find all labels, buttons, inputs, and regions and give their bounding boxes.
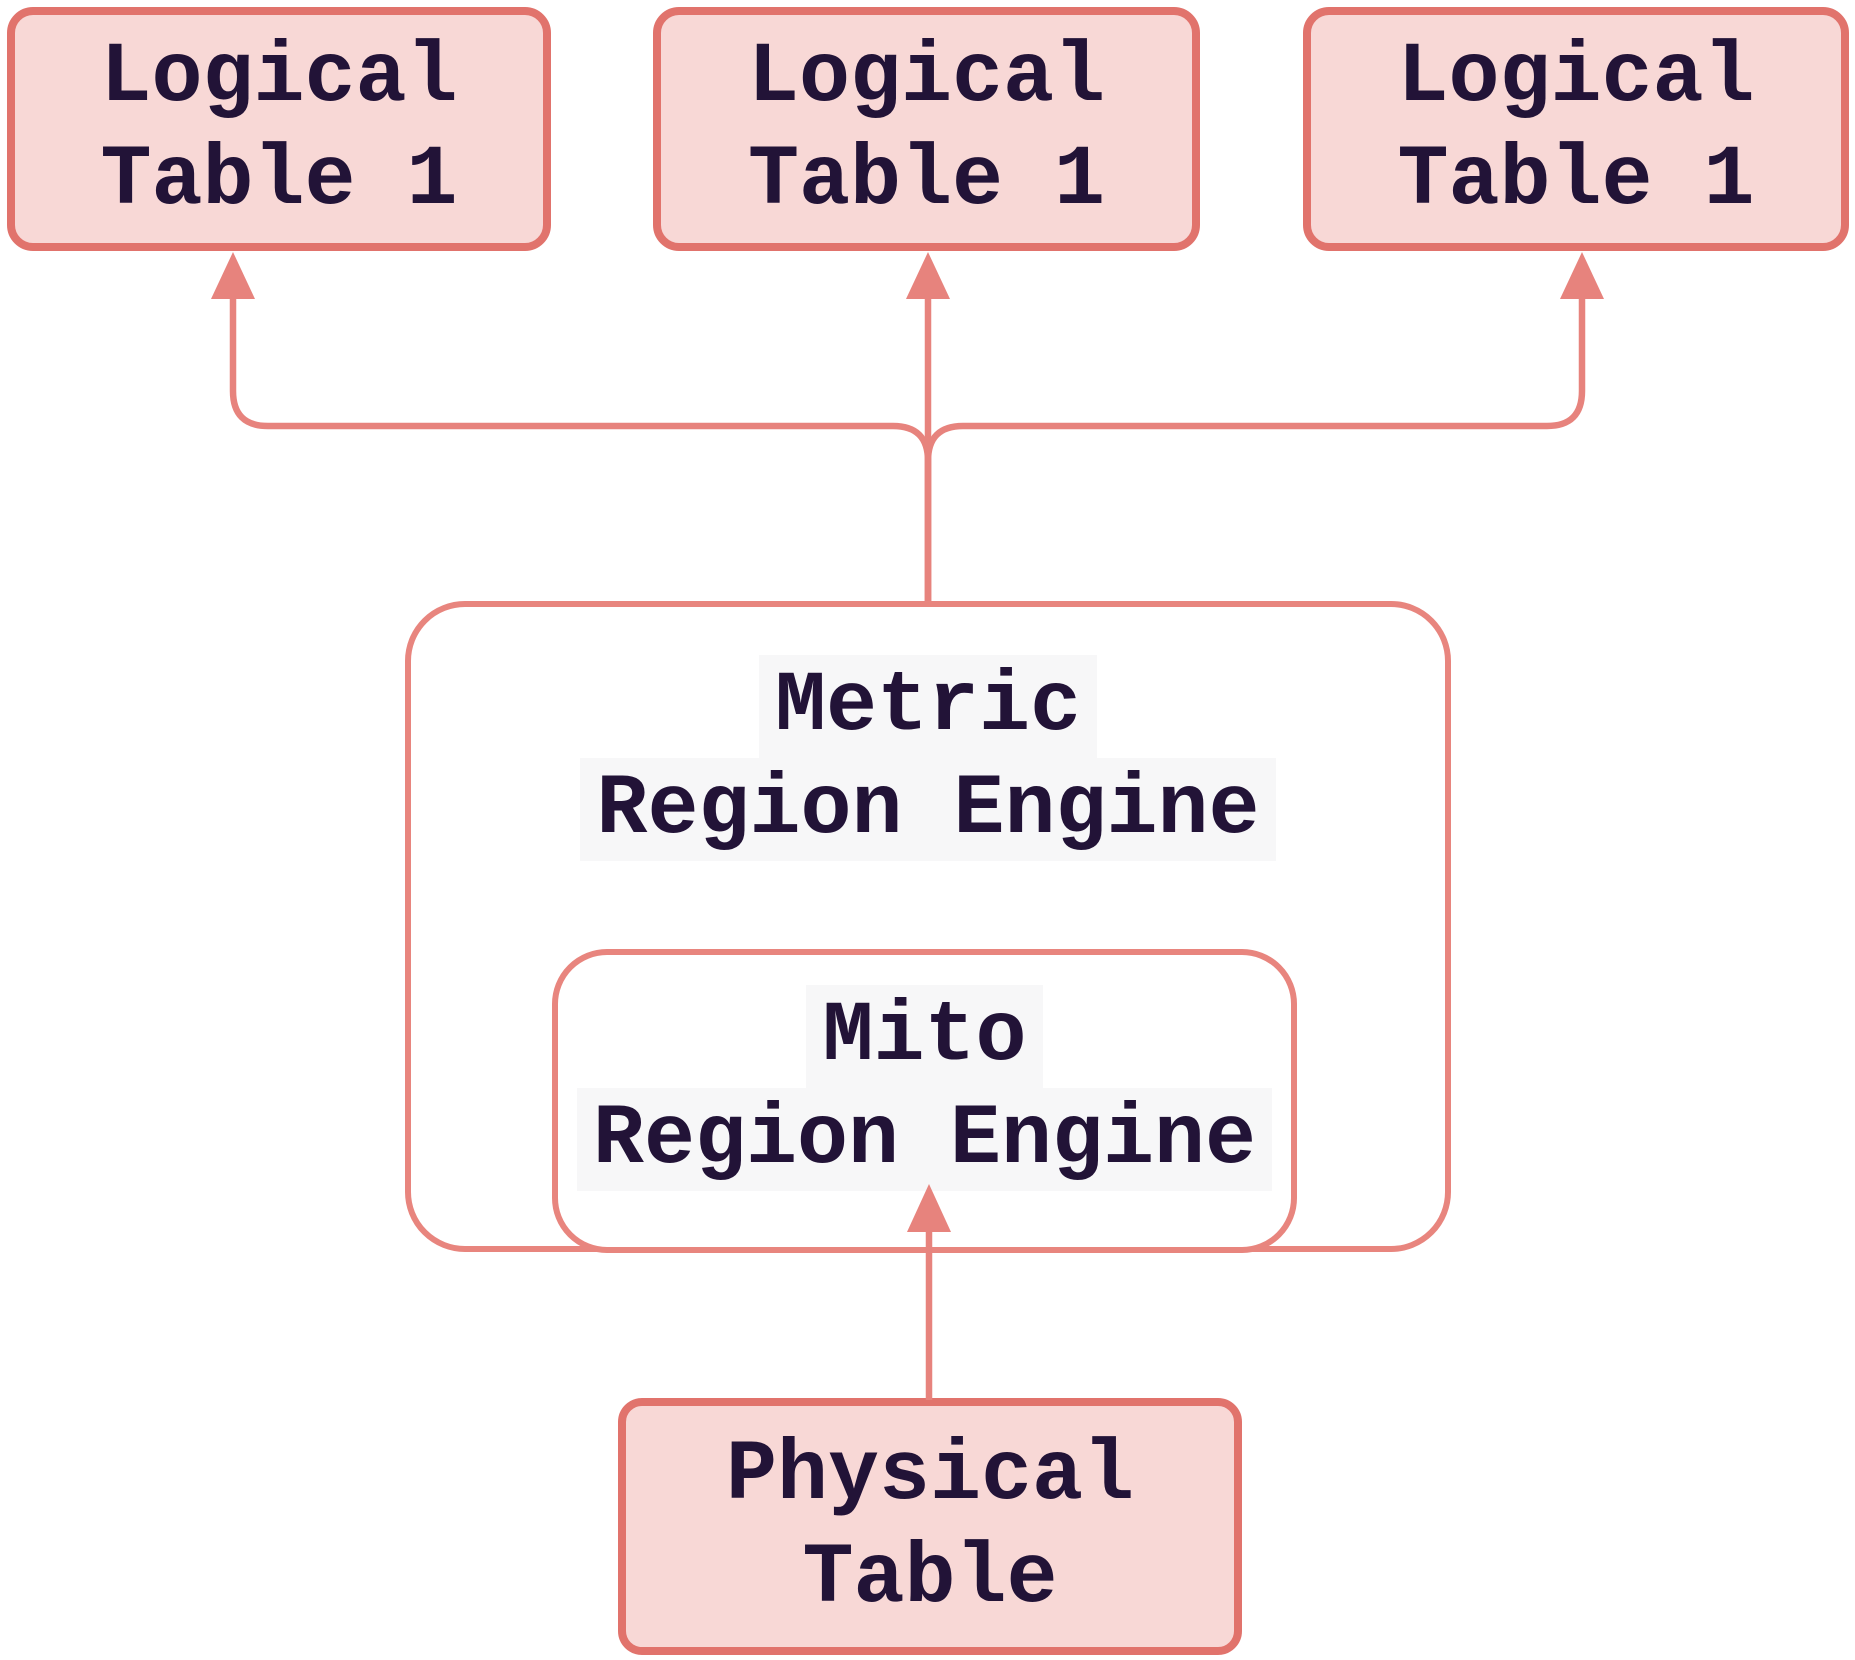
- label-line: Table 1: [1397, 132, 1755, 229]
- edge-metric-to-logical-right: [924, 252, 1604, 601]
- label-line: Logical: [747, 29, 1106, 126]
- label-line: Metric: [758, 655, 1098, 758]
- edge-line: [924, 293, 1586, 601]
- label-line: Table: [802, 1529, 1058, 1627]
- edge-metric-to-logical-left: [211, 252, 932, 601]
- label-line: Region Engine: [580, 758, 1276, 861]
- node-label: Logical Table 1: [748, 26, 1105, 232]
- edge-line: [229, 293, 932, 601]
- node-mito-region-engine: Mito Region Engine: [552, 949, 1297, 1253]
- label-line: Mito: [806, 985, 1043, 1088]
- label-line: Table 1: [747, 132, 1106, 229]
- label-line: Region Engine: [576, 1088, 1273, 1191]
- label-line: Table 1: [100, 132, 458, 229]
- node-logical-table-left: Logical Table 1: [7, 7, 551, 251]
- edge-metric-to-logical-center: [906, 252, 950, 601]
- node-logical-table-center: Logical Table 1: [653, 7, 1200, 251]
- node-physical-table: Physical Table: [618, 1398, 1242, 1655]
- arrowhead-up-icon: [906, 252, 950, 299]
- label-line: Logical: [1397, 29, 1755, 126]
- node-label: Physical Table: [726, 1424, 1134, 1630]
- arrowhead-up-icon: [1560, 252, 1604, 299]
- label-line: Physical: [725, 1426, 1135, 1524]
- node-label: Metric Region Engine: [580, 655, 1276, 861]
- node-label: Mito Region Engine: [576, 985, 1273, 1191]
- arrowhead-up-icon: [211, 252, 255, 299]
- node-label: Logical Table 1: [100, 26, 457, 232]
- node-logical-table-right: Logical Table 1: [1303, 7, 1849, 251]
- node-label: Logical Table 1: [1397, 26, 1754, 232]
- label-line: Logical: [100, 29, 458, 126]
